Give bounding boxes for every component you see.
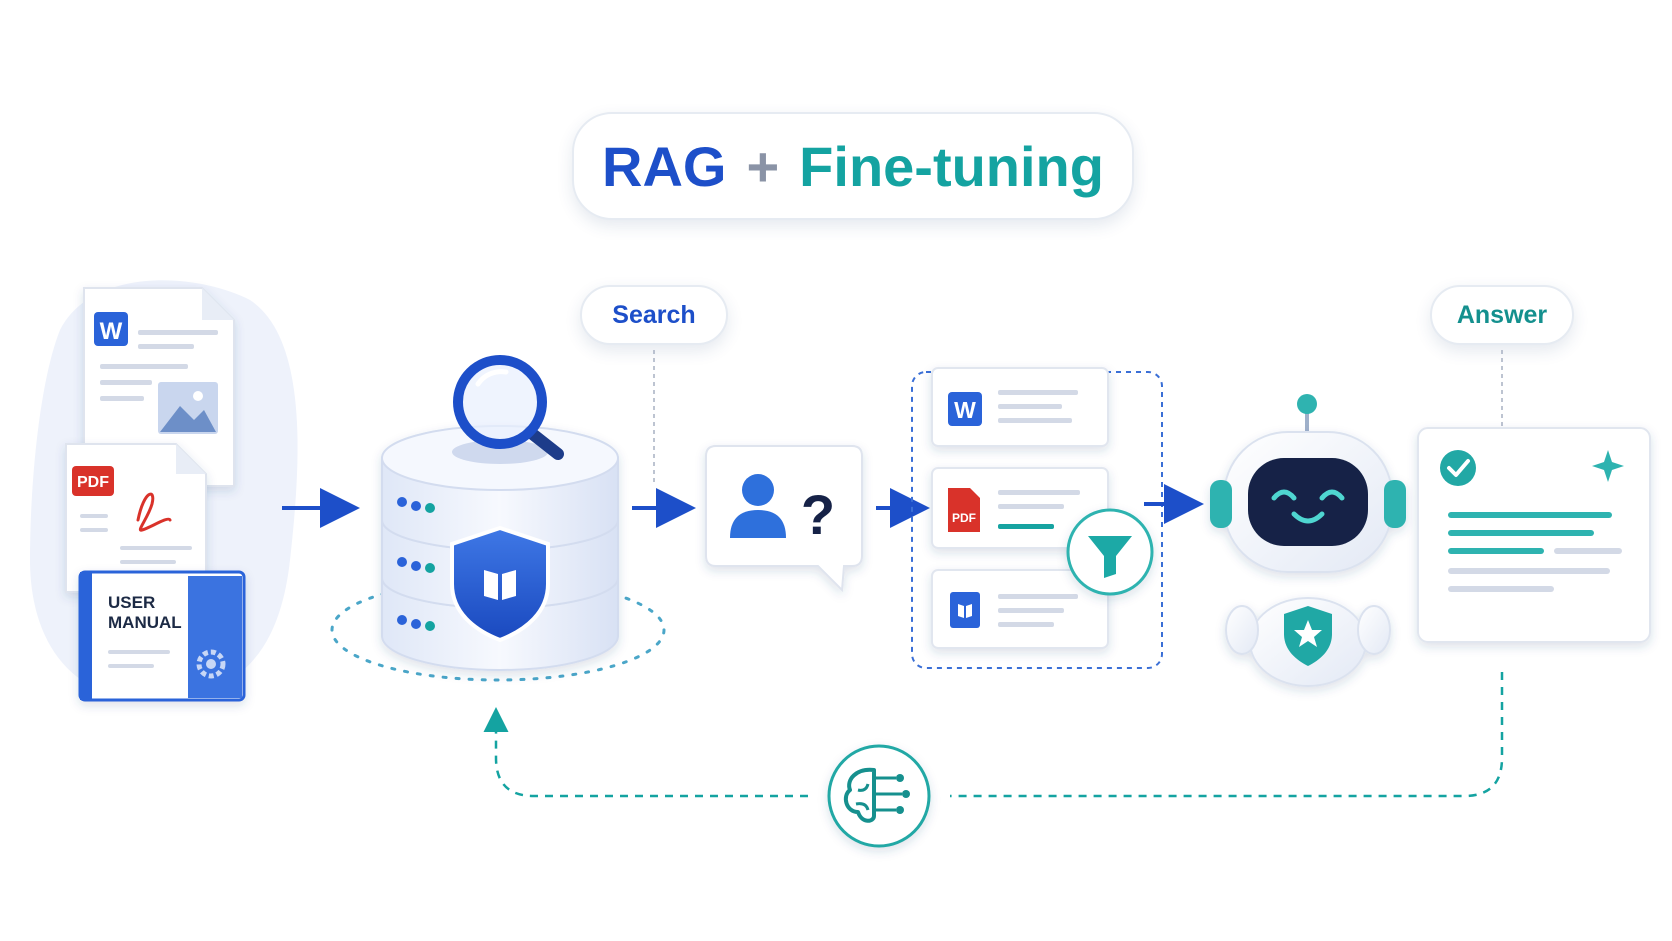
word-icon	[948, 392, 982, 426]
user-body	[730, 510, 786, 538]
word-badge-text: W	[100, 318, 123, 345]
feedback-path-left	[483, 707, 808, 798]
word-document: W	[83, 287, 235, 487]
database-status-dots	[397, 497, 435, 631]
manual-book-icon	[950, 592, 980, 628]
check-icon	[1440, 450, 1476, 486]
retrieved-pdf-card: PDF	[931, 467, 1109, 549]
pdf-document: PDF	[65, 443, 207, 593]
pdf-badge-text: PDF	[77, 474, 109, 491]
user-head	[742, 474, 774, 506]
word-icon	[94, 312, 128, 346]
title-fine-tuning: Fine-tuning	[799, 134, 1104, 198]
user-question-icon: ?	[705, 445, 863, 593]
pdf-icon	[948, 488, 980, 532]
magnifier-icon	[453, 355, 564, 460]
funnel-icon	[1066, 508, 1154, 596]
manual-title-line2: MANUAL	[108, 613, 182, 632]
title-rag: RAG	[602, 134, 727, 198]
question-mark: ?	[801, 483, 835, 546]
answer-card	[1417, 427, 1651, 643]
gear-icon	[196, 649, 226, 679]
retrieved-manual-card	[931, 569, 1109, 649]
robot-icon	[1210, 394, 1406, 687]
document-stack: W PDF	[30, 280, 298, 702]
retrieved-word-badge: W	[954, 397, 976, 423]
user-manual: USER MANUAL	[78, 570, 246, 702]
image-icon	[158, 382, 218, 434]
answer-label: Answer	[1430, 285, 1574, 345]
robot-shield-star-icon	[1284, 606, 1332, 666]
shield-book-icon	[450, 525, 550, 643]
brain-circuit-icon	[827, 744, 931, 848]
retrieved-pdf-badge: PDF	[952, 511, 976, 525]
acrobat-icon	[136, 492, 172, 532]
robot-face-screen	[1248, 458, 1368, 546]
database-icon	[330, 355, 666, 682]
manual-title-line1: USER	[108, 593, 155, 612]
title-plus: +	[746, 134, 780, 198]
sparkle-icon	[1592, 450, 1624, 482]
retrieved-documents: W PDF	[911, 367, 1163, 669]
title-pill: RAG + Fine-tuning	[572, 112, 1134, 220]
pdf-icon	[72, 466, 114, 496]
retrieved-word-card: W	[931, 367, 1109, 447]
feedback-path-right	[950, 672, 1504, 798]
search-label: Search	[580, 285, 728, 345]
